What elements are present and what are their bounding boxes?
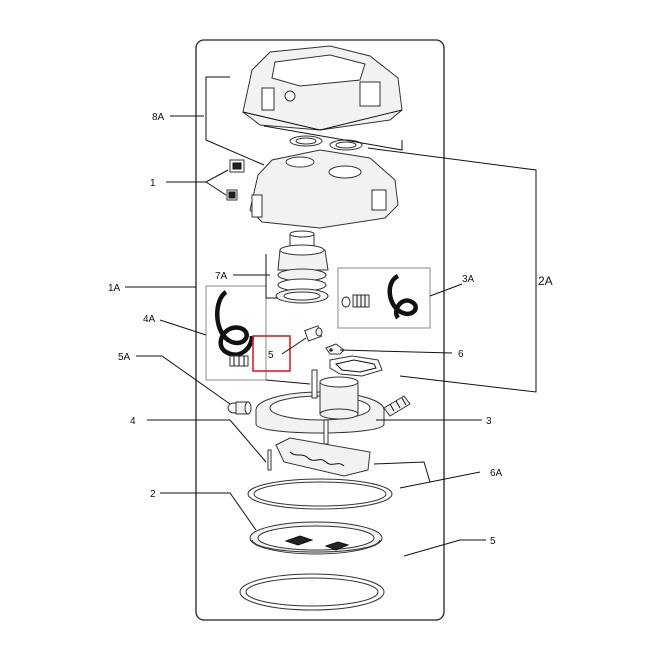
callout-1: 1 (150, 178, 156, 189)
base-unit-part-3 (255, 369, 385, 445)
callout-6: 6 (458, 349, 464, 360)
knob-part-5a (227, 401, 252, 415)
hose-group-3a-box (337, 267, 431, 329)
filter-dish-part-2 (249, 521, 383, 555)
float-assembly-part-6a (267, 437, 371, 477)
leader-lines (125, 76, 537, 557)
top-cover-part-8a (242, 45, 403, 131)
callout-3a: 3A (462, 274, 475, 285)
callout-1a: 1A (108, 283, 121, 294)
callout-2: 2 (150, 489, 156, 500)
callout-4: 4 (130, 416, 136, 427)
callout-4a: 4A (143, 314, 156, 325)
motor-housing-part (249, 149, 399, 229)
hose-part-3a (341, 273, 418, 320)
power-cable-part-4a (215, 290, 255, 367)
callout-5-highlight: 5 (268, 350, 274, 361)
callout-5-right: 5 (490, 536, 496, 547)
callout-7a: 7A (215, 271, 228, 282)
callout-6a: 6A (490, 468, 503, 479)
callout-2a: 2A (538, 274, 553, 288)
bracket-part-6 (325, 343, 345, 355)
highlight-box (252, 335, 291, 372)
callout-8a: 8A (152, 112, 165, 123)
motor-assembly-part-7a (275, 230, 329, 304)
diagram-frame (195, 39, 445, 621)
small-component-part-5 (304, 325, 323, 342)
callout-5a: 5A (118, 352, 131, 363)
gasket-part (329, 355, 383, 377)
callout-3: 3 (486, 416, 492, 427)
switch-part-1 (226, 159, 245, 201)
hose-connector-part (383, 395, 411, 417)
cable-group-4a-box (205, 285, 267, 381)
